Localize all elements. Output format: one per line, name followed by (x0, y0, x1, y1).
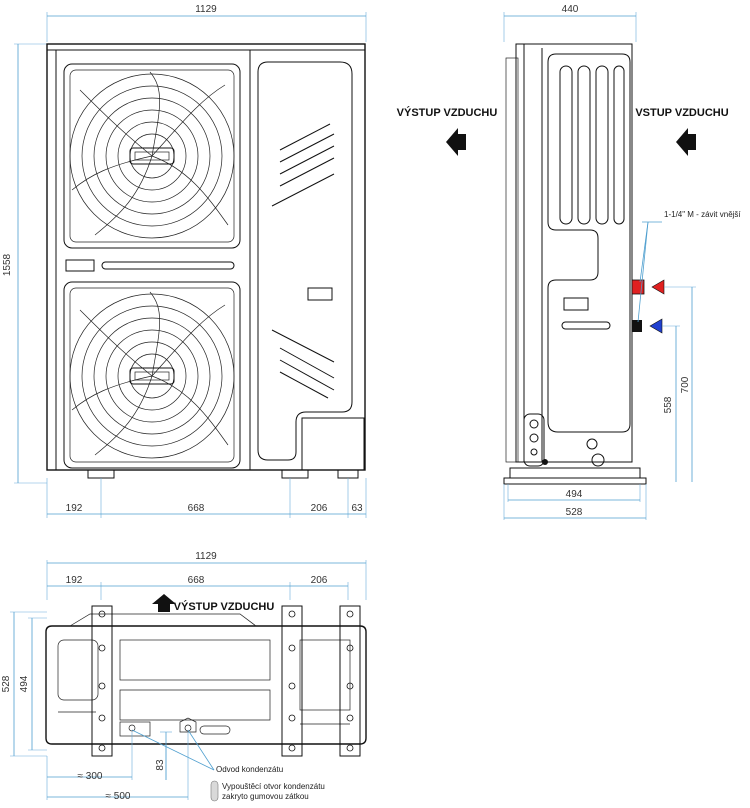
air-in-label-side: VSTUP VZDUCHU (635, 107, 728, 119)
side-pipe-700: 700 (680, 376, 691, 393)
front-body (46, 43, 366, 471)
side-base-528: 528 (566, 507, 583, 518)
front-height-label: 1558 (2, 253, 13, 276)
hot-arrow (651, 279, 665, 295)
side-depth-label: 440 (562, 4, 579, 15)
top-dim-668: 668 (188, 575, 205, 586)
side-base-494: 494 (566, 489, 583, 500)
front-width-label: 1129 (195, 4, 217, 15)
top-dim-206: 206 (311, 575, 328, 586)
cold-pipe (632, 320, 642, 332)
air-out-arrow-top (152, 594, 176, 612)
service-panel (257, 61, 365, 471)
top-left-494: 494 (19, 675, 30, 692)
side-view: 440 (503, 4, 741, 520)
air-out-label-front: VÝSTUP VZDUCHU (397, 106, 498, 119)
lower-fan (63, 281, 241, 469)
air-out-arrow-front (446, 128, 466, 156)
condensate-outlet-label: Odvod kondenzátu (216, 765, 283, 774)
front-bottom-206: 206 (311, 503, 328, 514)
mounting-rails (91, 605, 361, 757)
air-out-label-top: VÝSTUP VZDUCHU (174, 600, 275, 613)
drain-note-line2: zakryto gumovou zátkou (222, 792, 309, 801)
top-width-label: 1129 (195, 551, 217, 562)
pipe-thread-label: 1-1/4" M - závit vnější (664, 210, 741, 219)
front-bottom-192: 192 (66, 503, 83, 514)
upper-fan (63, 63, 241, 249)
top-bottom-83: 83 (155, 759, 166, 771)
rubber-plug-icon (210, 780, 219, 802)
air-in-arrow-side (676, 128, 696, 156)
side-pipe-558: 558 (663, 396, 674, 413)
front-bottom-63: 63 (351, 503, 363, 514)
top-dim-192: 192 (66, 575, 83, 586)
top-view: 1129 192 668 206 VÝSTUP VZDUCHU 528 494 (1, 551, 367, 802)
top-bottom-300: ≈ 300 (78, 771, 103, 782)
drain-note-line1: Vypouštěcí otvor kondenzátu (222, 782, 325, 791)
side-connectors (523, 413, 605, 467)
front-view: 1129 1558 (2, 4, 367, 518)
top-bottom-500: ≈ 500 (106, 791, 131, 802)
cold-arrow (649, 318, 663, 334)
top-left-528: 528 (1, 675, 12, 692)
front-bottom-668: 668 (188, 503, 205, 514)
